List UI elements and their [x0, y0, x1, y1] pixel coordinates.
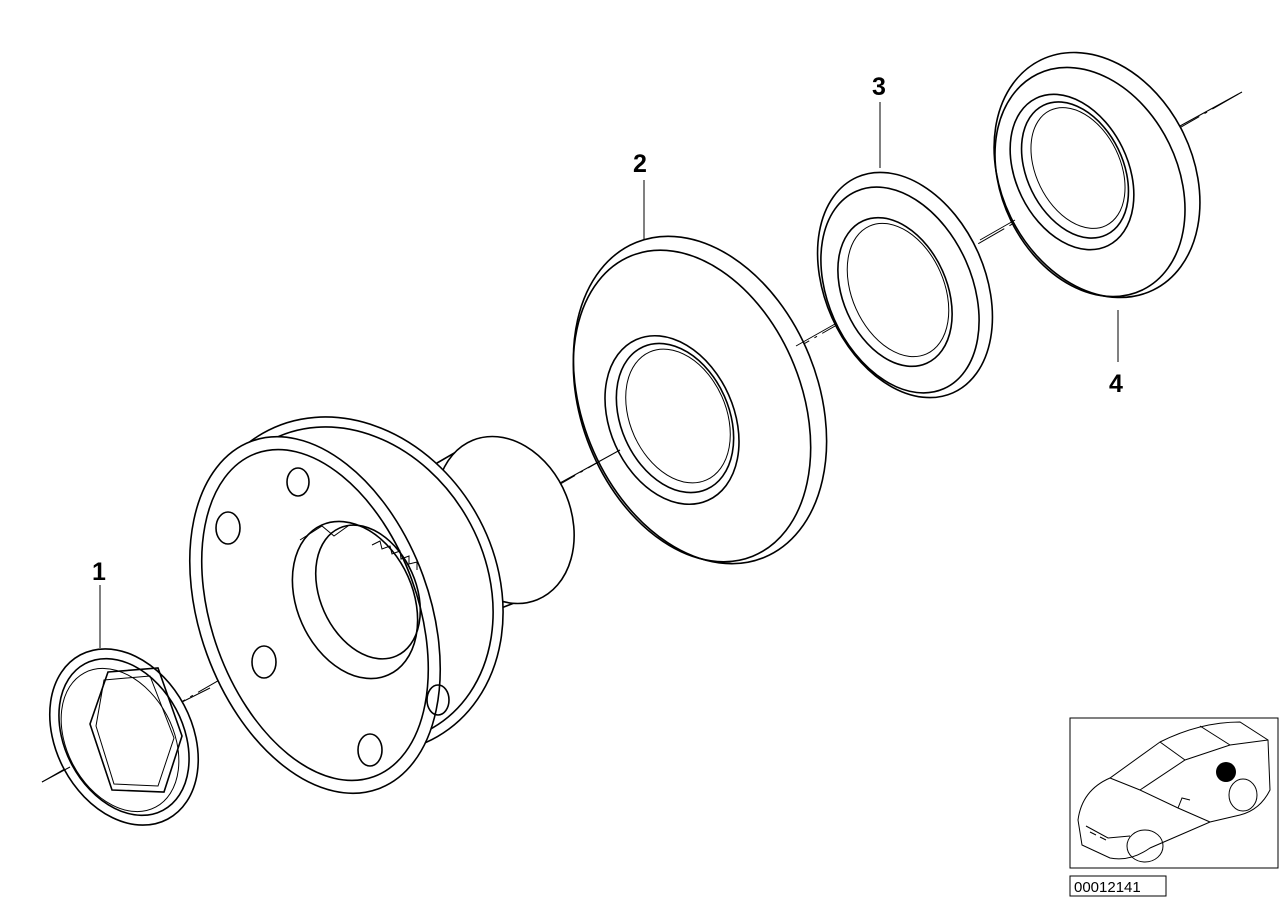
part-3-ring[interactable]: [784, 145, 1026, 426]
callout-3[interactable]: 3: [872, 73, 886, 101]
document-number: 00012141: [1074, 879, 1141, 896]
axis-segments: [41, 91, 1243, 783]
drive-flange-hub[interactable]: [137, 361, 598, 828]
part-4-shaft-seal[interactable]: [955, 18, 1240, 332]
leader-lines: [99, 102, 1119, 648]
callout-1[interactable]: 1: [92, 558, 106, 586]
document-number-box: 00012141: [1069, 875, 1167, 897]
part-2-seal-ring[interactable]: [527, 198, 873, 602]
vehicle-location-inset: [1069, 717, 1279, 869]
location-marker: [1216, 762, 1236, 782]
car-outline: [1077, 721, 1271, 863]
callout-2[interactable]: 2: [633, 150, 647, 178]
part-1-hex-cap[interactable]: [20, 623, 227, 851]
callout-4[interactable]: 4: [1109, 370, 1123, 398]
